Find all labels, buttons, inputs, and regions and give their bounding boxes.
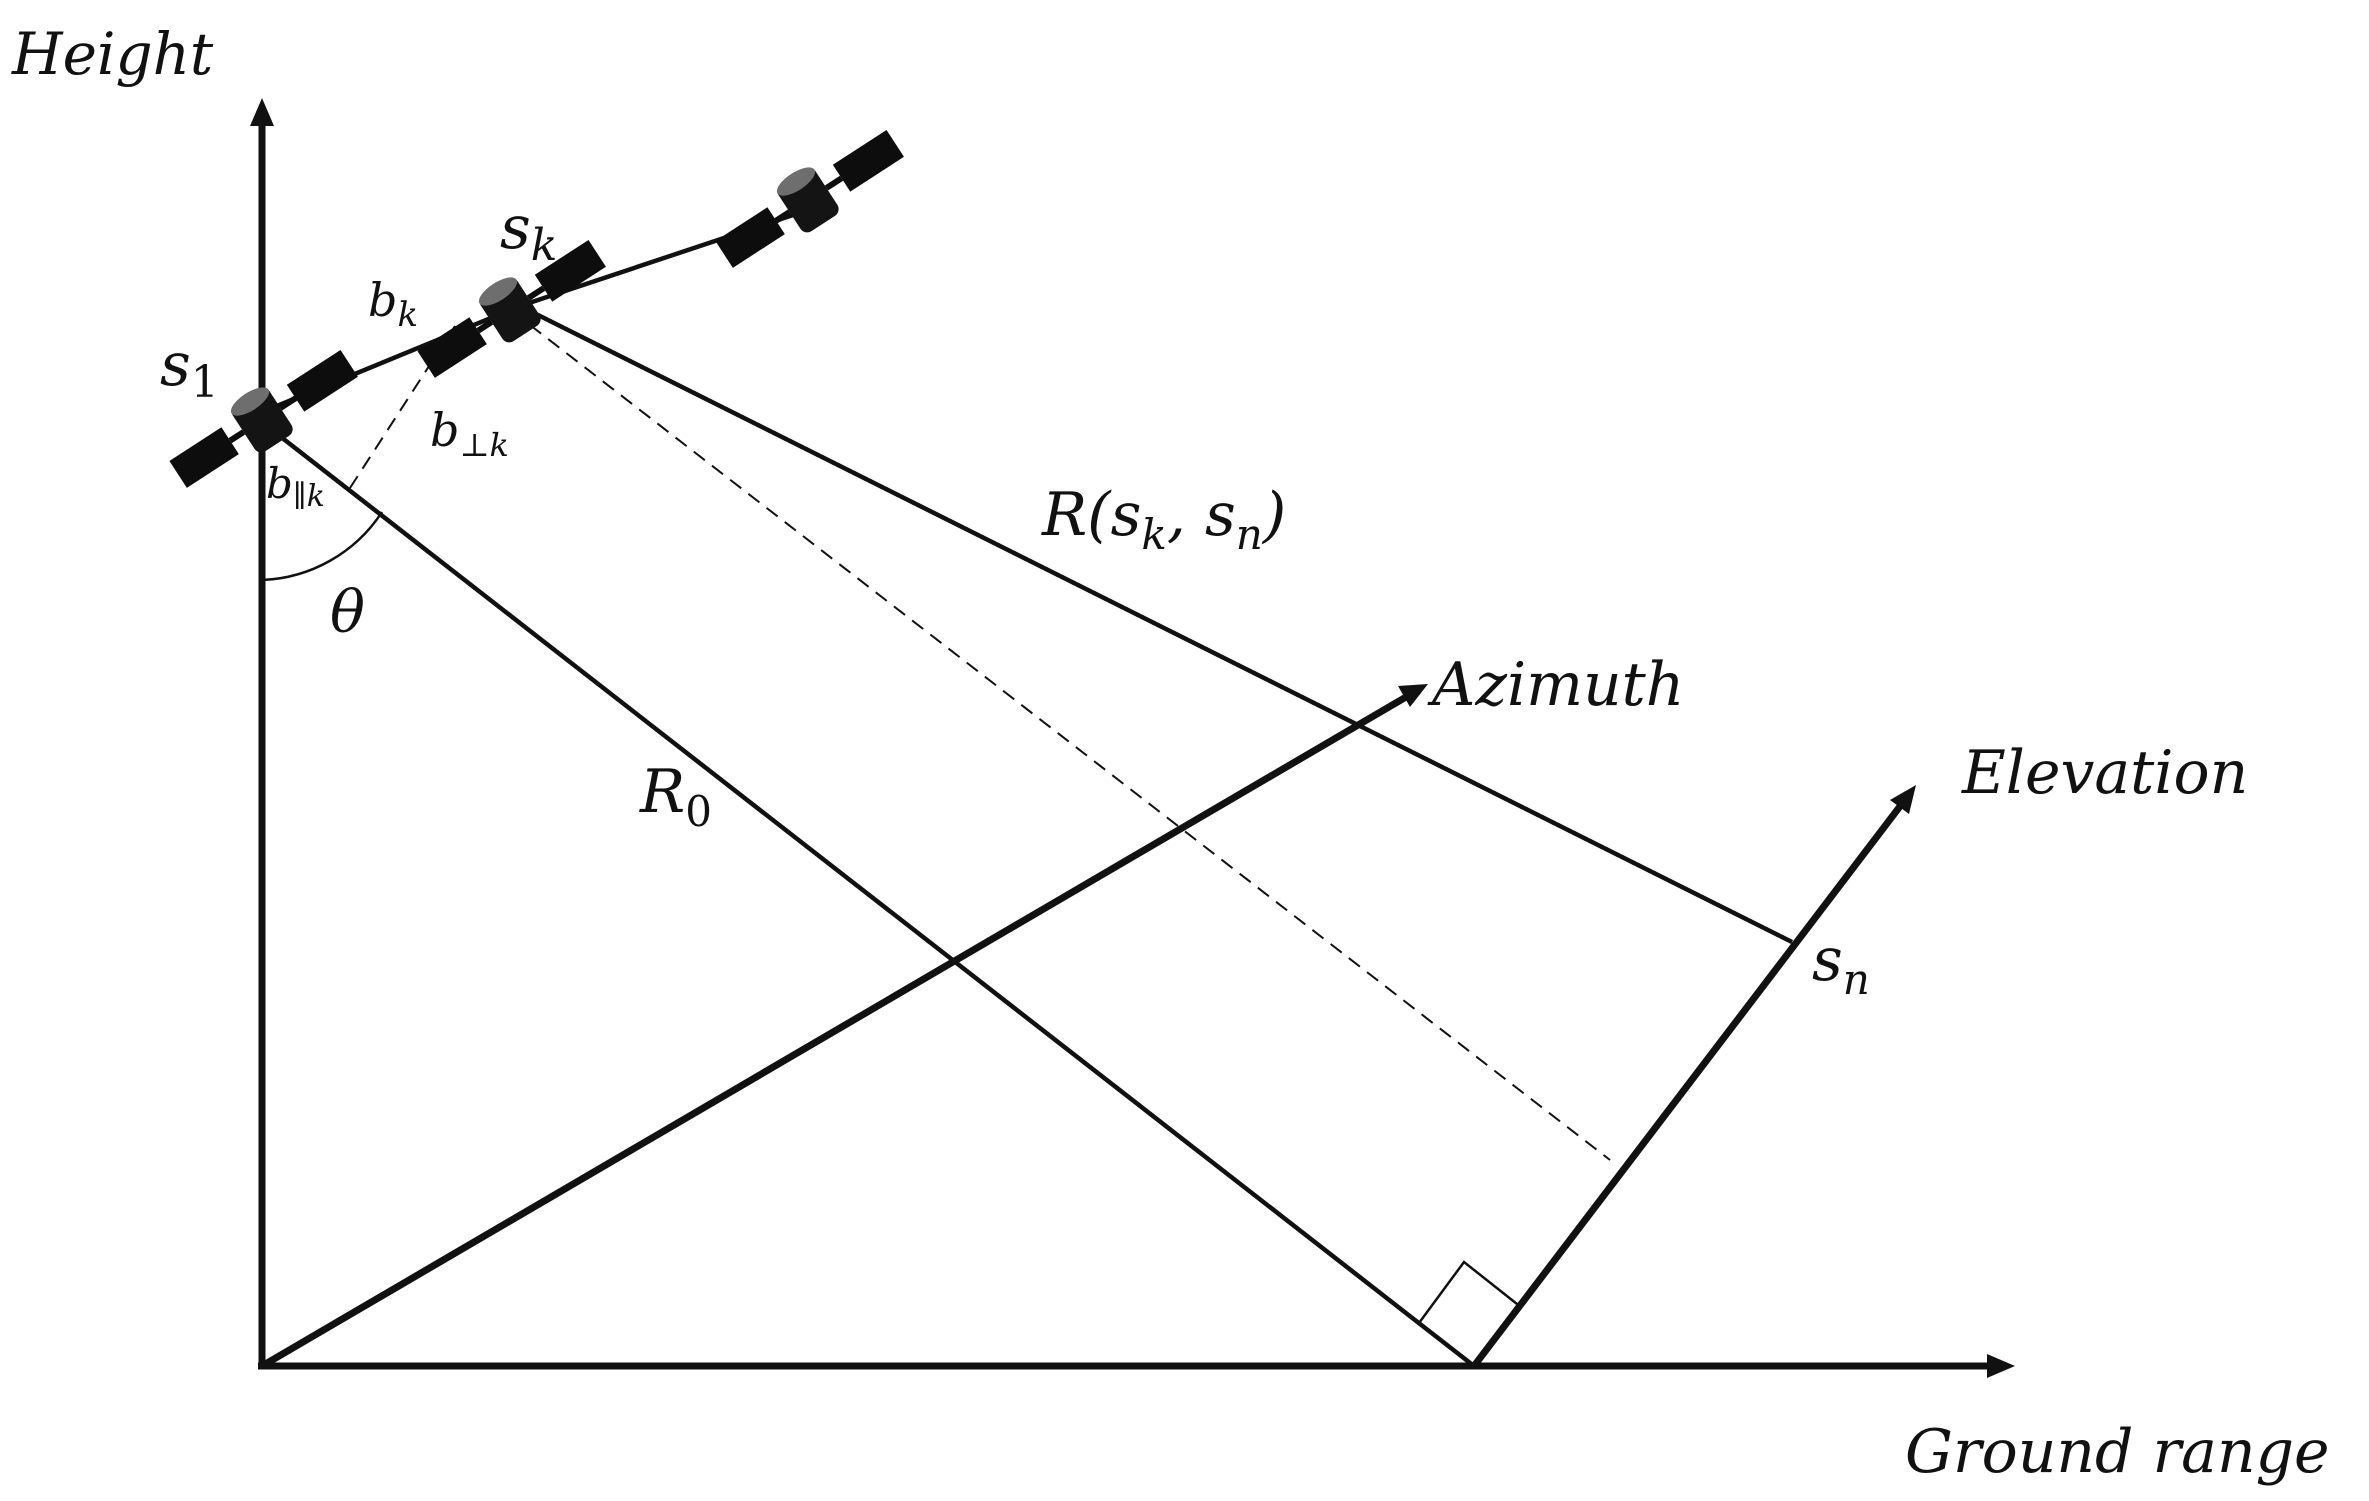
azimuth-axis: [260, 684, 1428, 1370]
range-sk-sn-line: [518, 303, 1794, 945]
azimuth-axis-label: Azimuth: [1427, 650, 1684, 720]
satellite-sk-label: sk: [500, 193, 557, 271]
theta-label: θ: [330, 578, 365, 646]
range-sk-sn-label: R(sk, sn): [1041, 480, 1286, 559]
range-r0-label: R0: [639, 757, 712, 836]
elevation-axis-label: Elevation: [1961, 738, 2248, 808]
baseline-par-label: b∥k: [266, 459, 325, 514]
point-sn-label: sn: [1812, 925, 1870, 1004]
baseline-perp-dashed-line: [349, 325, 456, 489]
satellite-far-icon: [715, 129, 904, 268]
satellite-s1-label: s1: [160, 330, 219, 408]
sk-projection-dashed-line: [529, 324, 1611, 1161]
baseline-perp-label: b⊥k: [430, 403, 509, 464]
range-r0-line: [270, 428, 1476, 1368]
theta-angle-arc: [261, 511, 384, 582]
height-axis: [250, 98, 274, 1366]
ground-range-axis-label: Ground range: [1905, 1417, 2330, 1487]
satellite-sk-icon: [417, 239, 606, 378]
ground-range-axis: [258, 1354, 2015, 1378]
height-axis-label: Height: [11, 20, 214, 88]
baseline-bk-label: bk: [368, 273, 418, 335]
satellite-s1-icon: [169, 349, 358, 488]
elevation-axis: [1471, 785, 1916, 1369]
right-angle-marker: [1417, 1260, 1518, 1324]
